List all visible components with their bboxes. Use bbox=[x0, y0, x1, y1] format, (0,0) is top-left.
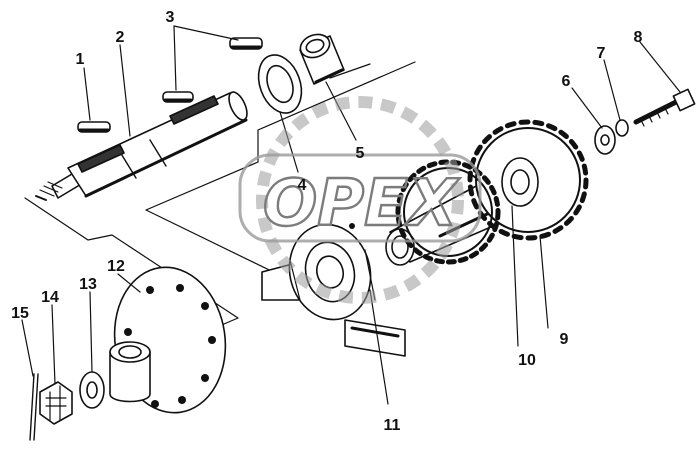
callout-3: 3 bbox=[166, 9, 175, 26]
callout-7: 7 bbox=[597, 45, 606, 62]
leader-lines bbox=[21, 25, 681, 405]
washer-part-13 bbox=[79, 371, 105, 409]
bushing-part-5 bbox=[299, 33, 345, 85]
sprocket-part-9 bbox=[395, 119, 589, 265]
shaft-part bbox=[35, 91, 248, 201]
ring-washer-part-4 bbox=[257, 54, 303, 114]
callout-13: 13 bbox=[79, 276, 97, 293]
callout-8: 8 bbox=[634, 29, 643, 46]
watermark-text: OPEX bbox=[263, 167, 460, 241]
callout-9: 9 bbox=[560, 331, 569, 348]
callout-2: 2 bbox=[116, 29, 125, 46]
key-part-1 bbox=[77, 121, 111, 133]
watermark: OPEX bbox=[238, 96, 482, 304]
castle-nut-part-14 bbox=[39, 381, 73, 425]
callout-5: 5 bbox=[356, 145, 365, 162]
callout-labels: 1 2 3 4 5 6 7 8 9 10 11 12 13 14 15 bbox=[11, 9, 642, 434]
callout-14: 14 bbox=[41, 289, 59, 306]
callout-6: 6 bbox=[562, 73, 571, 90]
callout-10: 10 bbox=[518, 352, 536, 369]
hub-flange-part-12 bbox=[109, 266, 227, 414]
assembly-guide-lines bbox=[24, 61, 416, 337]
cotter-pin-part-15 bbox=[29, 373, 39, 441]
washer-part-6 bbox=[594, 125, 616, 155]
bearing-housing-part-11 bbox=[261, 223, 406, 357]
callout-11: 11 bbox=[384, 417, 401, 434]
callout-4: 4 bbox=[298, 177, 307, 194]
bolt-part-8 bbox=[633, 88, 696, 127]
callout-12: 12 bbox=[107, 258, 125, 275]
callout-15: 15 bbox=[11, 305, 29, 322]
lock-washer-part-7 bbox=[615, 119, 629, 137]
key-part-3 bbox=[162, 37, 263, 103]
callout-1: 1 bbox=[76, 51, 85, 68]
